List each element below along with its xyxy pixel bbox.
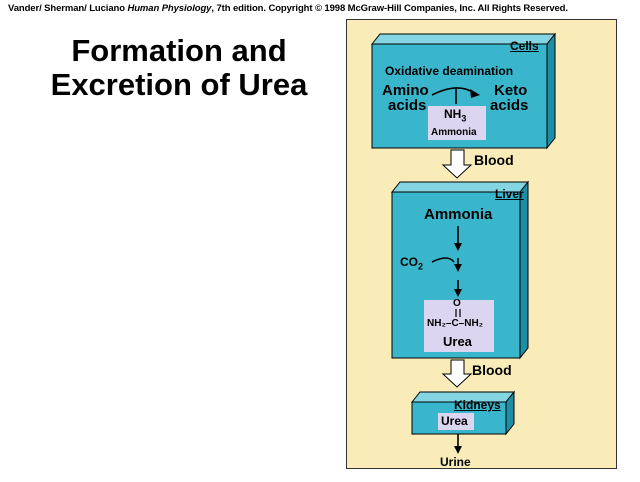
blood-arrow-2 <box>441 359 473 388</box>
blood-arrow-1 <box>441 149 473 179</box>
co2-label: CO2 <box>400 255 423 271</box>
credit-book: Human Physiology <box>127 3 212 14</box>
cells-box-side <box>546 32 556 150</box>
liver-label: Liver <box>495 187 524 201</box>
urea-formula: NH₂–C–NH₂ <box>427 318 484 329</box>
liver-urea-label: Urea <box>443 334 472 349</box>
nh3-label: NH3 <box>444 107 466 123</box>
amino-label: Amino <box>382 82 429 99</box>
liver-box <box>390 180 530 360</box>
credit-authors: Vander/ Sherman/ Luciano <box>8 3 128 14</box>
page-title: Formation and Excretion of Urea <box>26 34 332 102</box>
blood-label-2: Blood <box>472 362 512 378</box>
kidney-urea-label: Urea <box>441 414 468 428</box>
liver-flow-arrowhead-1 <box>454 243 462 251</box>
nh3-label-bg <box>428 106 486 140</box>
nh3-subscript: 3 <box>461 113 467 124</box>
credit-rest: , 7th edition. Copyright © 1998 McGraw-H… <box>211 3 568 14</box>
blood-label-1: Blood <box>474 152 514 168</box>
kidney-urea-label-bg <box>438 413 474 430</box>
co2-arrow <box>431 257 455 263</box>
liver-flow-arrowhead-2 <box>454 264 462 272</box>
acids-label-right: acids <box>490 97 529 114</box>
urea-label-bg <box>424 300 494 352</box>
urine-label: Urine <box>440 455 471 469</box>
deamination-arrowhead <box>470 89 480 98</box>
title-line-2: Excretion of Urea <box>50 67 308 102</box>
title-line-1: Formation and <box>71 33 287 68</box>
co2-base: CO <box>400 255 418 269</box>
urine-arrowhead <box>454 446 462 454</box>
kidneys-box <box>410 390 516 436</box>
liver-flow-arrowhead-3 <box>454 289 462 297</box>
keto-label: Keto <box>494 82 528 99</box>
liver-box-side <box>519 180 529 360</box>
ammonia-small-label: Ammonia <box>431 127 477 138</box>
acids-label-left: acids <box>388 97 427 114</box>
cells-box <box>370 32 557 150</box>
oxidative-deamination-label: Oxidative deamination <box>385 64 514 78</box>
copyright-credit: Vander/ Sherman/ Luciano Human Physiolog… <box>8 3 568 14</box>
kidneys-label: Kidneys <box>454 398 501 412</box>
nh3-base: NH <box>444 107 462 121</box>
urea-oxygen-atom: O <box>453 298 461 309</box>
liver-ammonia-label: Ammonia <box>424 206 493 223</box>
co2-subscript: 2 <box>418 261 424 272</box>
cells-label: Cells <box>510 39 539 53</box>
